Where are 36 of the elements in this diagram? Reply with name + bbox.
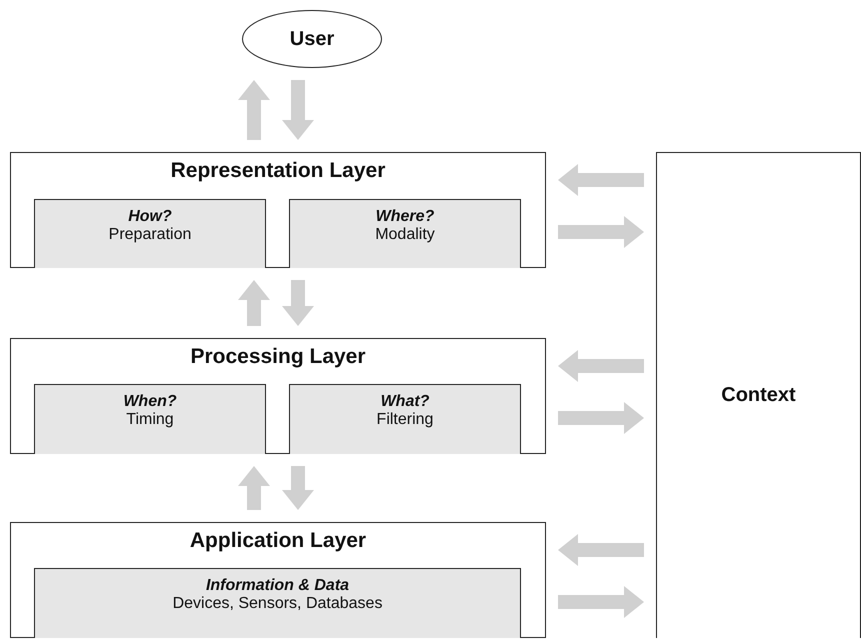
box-text: Timing [126, 411, 174, 429]
sub-box [289, 384, 521, 454]
block-arrow [558, 350, 644, 382]
box-heading: Information & Data [206, 577, 350, 595]
box-heading: What? [380, 393, 430, 411]
node-label: User [290, 28, 334, 50]
node-label: Context [721, 384, 796, 407]
side-box [656, 152, 861, 638]
block-arrow [558, 534, 644, 566]
layer-box [10, 522, 546, 638]
block-arrow [558, 402, 644, 434]
block-arrow [282, 466, 314, 510]
block-arrow [558, 216, 644, 248]
sub-box [34, 384, 266, 454]
block-arrow [238, 466, 270, 510]
block-arrow [282, 80, 314, 140]
sub-box [289, 199, 521, 268]
box-text: Devices, Sensors, Databases [172, 595, 382, 613]
box-heading: When? [123, 393, 177, 411]
sub-box [34, 568, 521, 638]
block-arrow [282, 280, 314, 326]
box-text: Filtering [376, 411, 434, 429]
layer-title: Application Layer [188, 529, 368, 553]
block-arrow [238, 80, 270, 140]
box-text: Preparation [108, 226, 192, 244]
layer-title: Representation Layer [170, 159, 386, 183]
layer-box [10, 152, 546, 268]
block-arrow [558, 164, 644, 196]
box-heading: How? [128, 208, 172, 226]
block-arrow [238, 280, 270, 326]
sub-box [34, 199, 266, 268]
box-text: Modality [375, 226, 435, 244]
box-heading: Where? [376, 208, 434, 226]
block-arrow [558, 586, 644, 618]
layer-title: Processing Layer [189, 345, 367, 369]
layer-box [10, 338, 546, 454]
